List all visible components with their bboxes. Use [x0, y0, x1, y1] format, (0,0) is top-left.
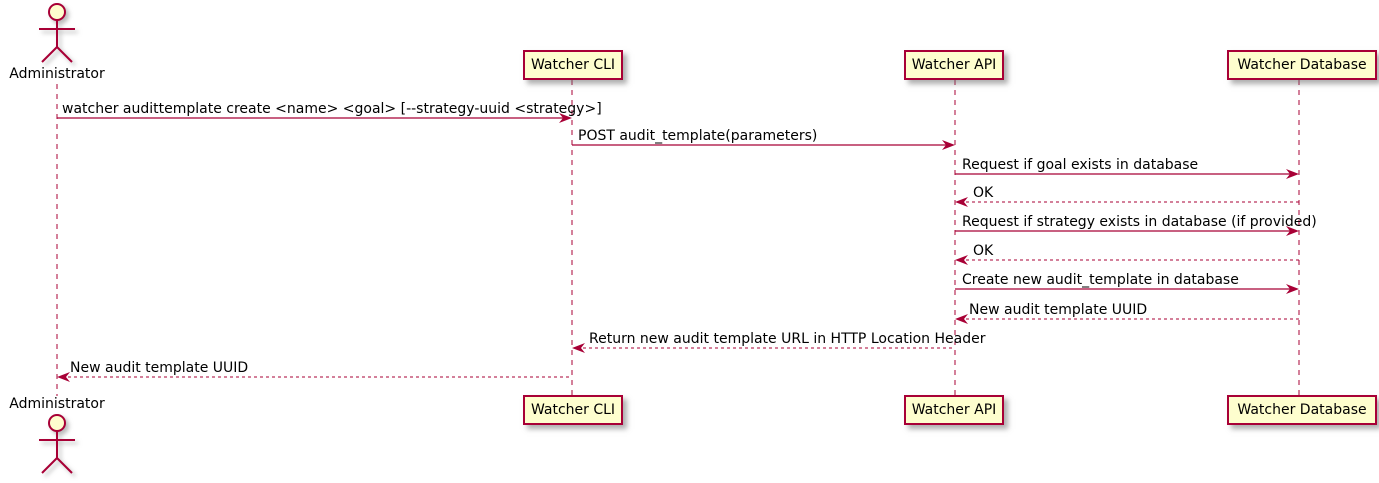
- actor-label-administrator-bottom: Administrator: [9, 396, 105, 412]
- participant-watcher-api-top: Watcher API: [904, 50, 1004, 80]
- participant-watcher-cli-top: Watcher CLI: [523, 50, 623, 80]
- message-arrow-8: [955, 314, 1299, 324]
- message-arrow-2: [572, 140, 955, 150]
- message-arrow-6: [955, 255, 1299, 265]
- message-label-2: POST audit_template(parameters): [578, 128, 818, 144]
- actor-administrator-top-icon: [39, 3, 75, 63]
- message-arrow-9: [572, 343, 955, 353]
- message-label-5: Request if strategy exists in database (…: [962, 214, 1317, 230]
- participant-watcher-api-bottom: Watcher API: [904, 395, 1004, 425]
- message-label-7: Create new audit_template in database: [962, 272, 1239, 288]
- actor-label-administrator-top: Administrator: [9, 66, 105, 82]
- participant-watcher-database-bottom: Watcher Database: [1227, 395, 1377, 425]
- message-arrow-1: [57, 113, 572, 123]
- actor-administrator-bottom-icon: [39, 414, 75, 474]
- message-label-8: New audit template UUID: [969, 302, 1148, 318]
- message-label-3: Request if goal exists in database: [962, 157, 1199, 173]
- message-label-1: watcher audittemplate create <name> <goa…: [62, 101, 602, 117]
- message-arrow-10: [57, 372, 572, 382]
- message-label-6: OK: [973, 243, 994, 259]
- message-arrow-3: [955, 169, 1299, 179]
- message-label-9: Return new audit template URL in HTTP Lo…: [589, 331, 986, 347]
- message-arrow-5: [955, 226, 1299, 236]
- message-label-10: New audit template UUID: [70, 360, 249, 376]
- participant-watcher-cli-bottom: Watcher CLI: [523, 395, 623, 425]
- message-label-4: OK: [973, 185, 994, 201]
- participant-watcher-database-top: Watcher Database: [1227, 50, 1377, 80]
- message-arrow-4: [955, 197, 1299, 207]
- message-arrow-7: [955, 284, 1299, 294]
